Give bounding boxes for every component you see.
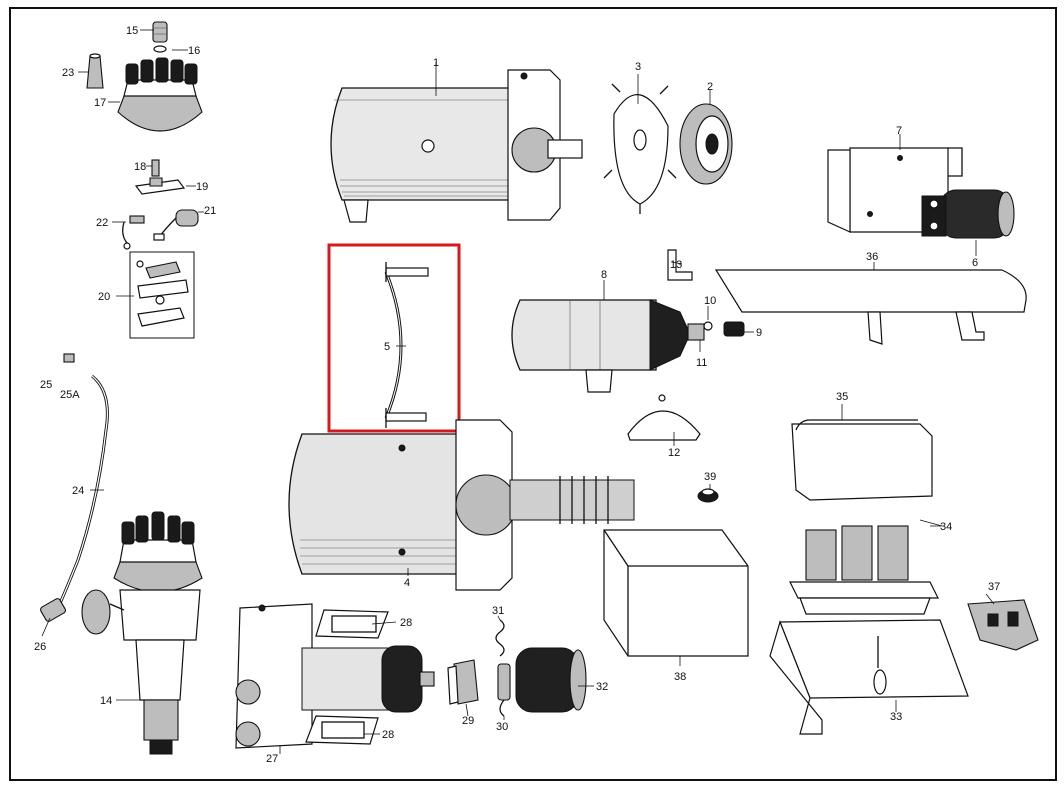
label-28-bottom: 28 xyxy=(382,729,394,741)
label-19: 19 xyxy=(196,181,208,193)
label-26: 26 xyxy=(34,641,46,653)
label-6: 6 xyxy=(972,257,978,269)
part-12-bracket xyxy=(627,394,701,441)
part-3-fan xyxy=(603,83,677,214)
part-38-box xyxy=(603,529,749,657)
label-24: 24 xyxy=(72,485,84,497)
label-25: 25 xyxy=(40,379,52,391)
part-28-gasket-bottom xyxy=(305,715,379,745)
label-15: 15 xyxy=(126,25,138,37)
part-23-insulator xyxy=(86,53,104,89)
part-19-rotor-arm xyxy=(134,177,186,195)
part-27-wiper-motor xyxy=(235,603,435,749)
label-29: 29 xyxy=(462,715,474,727)
part-34-regulator xyxy=(789,525,939,615)
part-13-clip xyxy=(667,249,693,281)
part-14-distributor xyxy=(81,511,203,755)
label-16: 16 xyxy=(188,45,200,57)
part-32-cover xyxy=(515,647,587,713)
part-1-generator xyxy=(330,69,583,223)
label-12: 12 xyxy=(668,447,680,459)
label-11: 11 xyxy=(696,357,707,369)
label-1: 1 xyxy=(433,57,439,69)
label-30: 30 xyxy=(496,721,508,733)
label-10: 10 xyxy=(704,295,716,307)
label-28-top: 28 xyxy=(400,617,412,629)
label-17: 17 xyxy=(94,97,106,109)
label-37: 37 xyxy=(988,581,1000,593)
part-10-nut xyxy=(703,321,713,331)
label-20: 20 xyxy=(98,291,110,303)
label-25a: 25A xyxy=(60,389,80,401)
part-15-terminal xyxy=(152,21,168,43)
part-2-pulley xyxy=(679,103,733,185)
label-31: 31 xyxy=(492,605,504,617)
part-26-union xyxy=(40,598,66,622)
label-3: 3 xyxy=(635,61,641,73)
label-36: 36 xyxy=(866,251,878,263)
part-25-nut xyxy=(63,353,75,363)
part-35-cover xyxy=(791,419,933,501)
label-9: 9 xyxy=(756,327,762,339)
part-22-lead xyxy=(122,215,145,250)
part-28-gasket-top xyxy=(315,609,389,639)
label-7: 7 xyxy=(896,125,902,137)
highlight-box xyxy=(327,243,461,433)
label-35: 35 xyxy=(836,391,848,403)
part-31-spring xyxy=(495,619,505,657)
part-21-condenser xyxy=(153,209,199,241)
label-38: 38 xyxy=(674,671,686,683)
part-6-solenoid xyxy=(921,189,1015,239)
part-37-control-box xyxy=(967,599,1039,651)
label-21: 21 xyxy=(204,205,216,217)
part-8-ignition-coil xyxy=(511,299,705,393)
leader-lines xyxy=(41,29,995,754)
part-labels: 15 16 23 17 18 19 22 21 20 25 25A 24 26 … xyxy=(34,25,1000,765)
label-39: 39 xyxy=(704,471,716,483)
label-14: 14 xyxy=(100,695,112,707)
label-5: 5 xyxy=(384,341,390,353)
part-4-starter-motor xyxy=(288,419,635,591)
label-4: 4 xyxy=(404,577,410,589)
label-8: 8 xyxy=(601,269,607,281)
part-29-brush-holder xyxy=(447,659,479,705)
label-13: 13 xyxy=(670,259,682,271)
label-34: 34 xyxy=(940,521,952,533)
part-30-brush xyxy=(497,663,511,717)
part-18-carbon-brush xyxy=(151,159,160,177)
part-24-vacuum-pipe xyxy=(56,374,109,609)
diagram-frame xyxy=(9,7,1057,781)
part-16-washer xyxy=(153,45,167,53)
label-18: 18 xyxy=(134,161,146,173)
label-32: 32 xyxy=(596,681,608,693)
part-39-grommet xyxy=(697,488,719,503)
part-36-plate xyxy=(714,269,1027,345)
part-17-distributor-cap xyxy=(117,57,203,132)
label-23: 23 xyxy=(62,67,74,79)
label-27: 27 xyxy=(266,753,278,765)
part-5-strap xyxy=(384,262,429,428)
part-20-contact-set-box xyxy=(129,251,195,339)
label-33: 33 xyxy=(890,711,902,723)
part-33-mounting-plate xyxy=(769,619,969,735)
part-9-terminal-cap xyxy=(723,321,745,337)
label-2: 2 xyxy=(707,81,713,93)
label-22: 22 xyxy=(96,217,108,229)
